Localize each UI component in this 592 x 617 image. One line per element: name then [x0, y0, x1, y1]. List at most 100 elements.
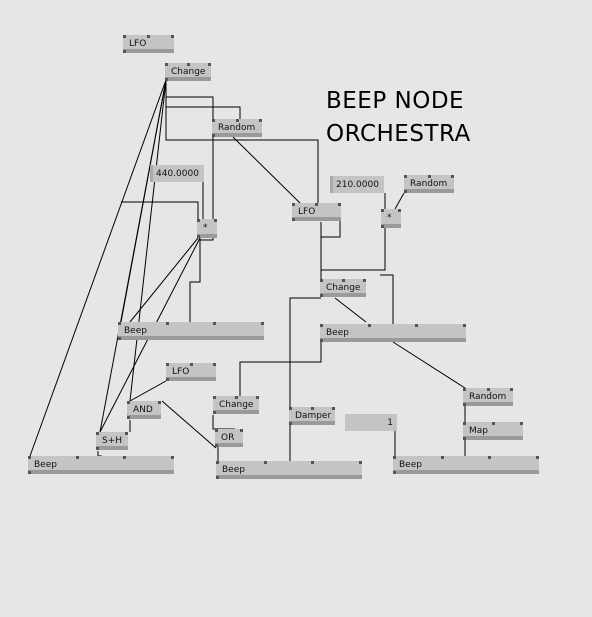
node-random-2[interactable]: Random: [404, 175, 454, 193]
wire[interactable]: [239, 342, 322, 396]
input-pin[interactable]: [463, 324, 466, 327]
node-beep-4[interactable]: Beep: [216, 461, 362, 479]
node-and-1[interactable]: AND: [127, 401, 161, 419]
input-pin[interactable]: [536, 456, 539, 459]
input-pin[interactable]: [398, 209, 401, 212]
node-change-3[interactable]: Change: [213, 396, 259, 414]
input-pin[interactable]: [510, 388, 513, 391]
input-pin[interactable]: [235, 396, 238, 399]
wire[interactable]: [320, 228, 386, 279]
node-map-1[interactable]: Map: [463, 422, 523, 440]
input-pin[interactable]: [292, 203, 295, 206]
input-pin[interactable]: [216, 461, 219, 464]
wire[interactable]: [380, 274, 394, 324]
input-pin[interactable]: [96, 432, 99, 435]
wire[interactable]: [189, 238, 201, 322]
node-beep-5[interactable]: Beep: [393, 456, 539, 474]
input-pin[interactable]: [190, 363, 193, 366]
input-pin[interactable]: [363, 279, 366, 282]
input-pin[interactable]: [212, 119, 215, 122]
output-pin[interactable]: [320, 294, 323, 297]
wire[interactable]: [165, 80, 319, 203]
input-pin[interactable]: [208, 63, 211, 66]
output-pin[interactable]: [166, 378, 169, 381]
output-pin[interactable]: [123, 50, 126, 53]
input-pin[interactable]: [463, 422, 466, 425]
input-pin[interactable]: [158, 401, 161, 404]
input-pin[interactable]: [28, 456, 31, 459]
output-pin[interactable]: [213, 411, 216, 414]
wire[interactable]: [120, 79, 167, 323]
input-pin[interactable]: [359, 461, 362, 464]
input-pin[interactable]: [404, 175, 407, 178]
input-pin[interactable]: [338, 203, 341, 206]
node-sample-hold-1[interactable]: S+H: [96, 432, 128, 450]
input-pin[interactable]: [428, 175, 431, 178]
input-pin[interactable]: [76, 456, 79, 459]
input-pin[interactable]: [311, 407, 314, 410]
input-pin[interactable]: [315, 203, 318, 206]
node-multiply-1[interactable]: *: [197, 219, 217, 238]
input-pin[interactable]: [214, 219, 217, 222]
input-pin[interactable]: [368, 324, 371, 327]
node-beep-1[interactable]: Beep: [118, 322, 264, 340]
node-damper-1[interactable]: Damper: [289, 407, 335, 425]
output-pin[interactable]: [216, 476, 219, 479]
input-pin[interactable]: [187, 63, 190, 66]
output-pin[interactable]: [118, 337, 121, 340]
input-pin[interactable]: [264, 461, 267, 464]
output-pin[interactable]: [28, 471, 31, 474]
wire[interactable]: [289, 297, 321, 461]
input-pin[interactable]: [488, 456, 491, 459]
input-pin[interactable]: [415, 324, 418, 327]
wire[interactable]: [232, 136, 301, 204]
output-pin[interactable]: [215, 444, 218, 447]
input-pin[interactable]: [127, 401, 130, 404]
input-pin[interactable]: [261, 322, 264, 325]
output-pin[interactable]: [289, 422, 292, 425]
input-pin[interactable]: [492, 422, 495, 425]
input-pin[interactable]: [166, 363, 169, 366]
value-box-440[interactable]: 440.0000: [150, 165, 204, 182]
node-random-3[interactable]: Random: [463, 388, 513, 406]
node-beep-3[interactable]: Beep: [28, 456, 174, 474]
input-pin[interactable]: [259, 119, 262, 122]
input-pin[interactable]: [320, 324, 323, 327]
input-pin[interactable]: [213, 396, 216, 399]
node-lfo-2[interactable]: LFO: [292, 203, 341, 221]
node-multiply-2[interactable]: *: [381, 209, 401, 228]
wire[interactable]: [161, 400, 217, 449]
input-pin[interactable]: [236, 119, 239, 122]
input-pin[interactable]: [332, 407, 335, 410]
value-box-1[interactable]: 1: [345, 414, 397, 431]
node-beep-2[interactable]: Beep: [320, 324, 466, 342]
output-pin[interactable]: [96, 447, 99, 450]
input-pin[interactable]: [463, 388, 466, 391]
input-pin[interactable]: [125, 432, 128, 435]
input-pin[interactable]: [165, 63, 168, 66]
output-pin[interactable]: [127, 416, 130, 419]
wire[interactable]: [129, 380, 167, 402]
input-pin[interactable]: [147, 35, 150, 38]
input-pin[interactable]: [441, 456, 444, 459]
output-pin[interactable]: [463, 403, 466, 406]
node-random-1[interactable]: Random: [212, 119, 262, 137]
input-pin[interactable]: [381, 209, 384, 212]
node-lfo-1[interactable]: LFO: [123, 35, 174, 53]
wire[interactable]: [129, 79, 167, 402]
node-lfo-3[interactable]: LFO: [166, 363, 216, 381]
output-pin[interactable]: [381, 225, 384, 228]
input-pin[interactable]: [123, 456, 126, 459]
output-pin[interactable]: [404, 190, 407, 193]
output-pin[interactable]: [463, 437, 466, 440]
wire[interactable]: [121, 201, 199, 219]
wire[interactable]: [165, 80, 241, 119]
node-change-2[interactable]: Change: [320, 279, 366, 297]
input-pin[interactable]: [118, 322, 121, 325]
wire[interactable]: [29, 79, 167, 457]
wire[interactable]: [129, 237, 199, 323]
input-pin[interactable]: [342, 279, 345, 282]
input-pin[interactable]: [197, 219, 200, 222]
output-pin[interactable]: [197, 235, 200, 238]
